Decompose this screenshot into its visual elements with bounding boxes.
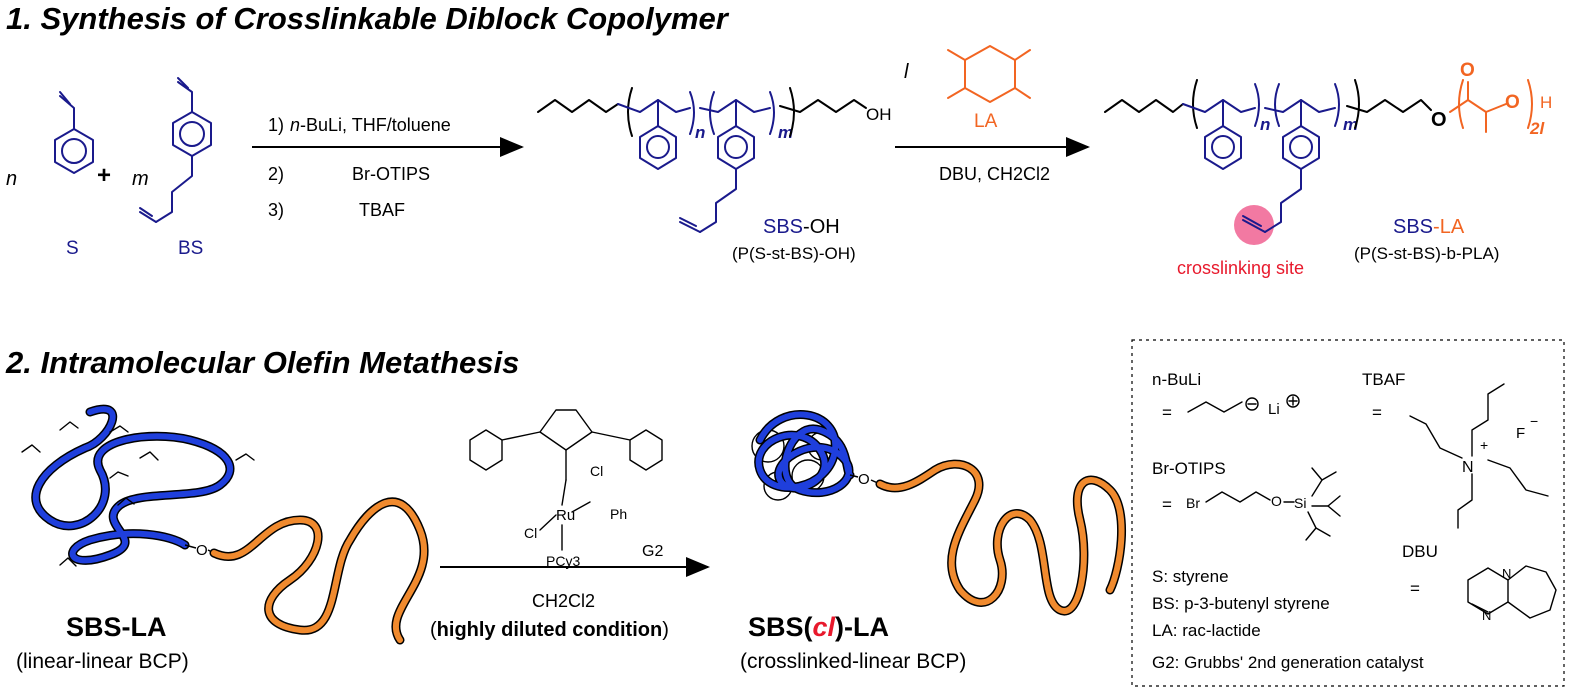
reaction-arrow-1: 1) n-BuLi, THF/toluene 2) Br-OTIPS 3) TB… <box>252 115 524 220</box>
step2-number: 2) <box>268 164 284 184</box>
metathesis-condition: (highly diluted condition) <box>430 619 669 641</box>
legend-dbu-structure <box>1467 565 1557 619</box>
reaction2-conditions: DBU, CH2Cl2 <box>939 164 1050 184</box>
catalyst-g2-label: G2 <box>642 543 663 560</box>
legend-li: Li <box>1268 401 1280 418</box>
legend-tips-groups <box>1305 467 1341 541</box>
sbs-la-h: H <box>1540 93 1552 112</box>
sbs-la-o-carbonyl: O <box>1460 60 1475 81</box>
sbs-oh-sub-m: m <box>778 123 793 142</box>
legend-brotips-label: Br-OTIPS <box>1152 459 1226 478</box>
step2-reagent: Br-OTIPS <box>352 164 430 184</box>
sbs-oh-name: SBS-OH <box>763 216 840 238</box>
legend-dbu-n1: N <box>1502 566 1511 581</box>
catalyst-ph: Ph <box>610 506 627 522</box>
step3-number: 3) <box>268 200 284 220</box>
legend-tbaf-f: F <box>1516 425 1525 442</box>
step1-label: n-BuLi, THF/toluene <box>290 115 451 135</box>
coef-n: n <box>6 168 17 190</box>
coef-l: l <box>904 61 909 83</box>
sbs-oh-structure: n m OH SBS-OH (P(S-st-BS)-OH) <box>537 87 892 263</box>
legend-box <box>1131 339 1565 687</box>
grubbs-catalyst-structure <box>469 409 663 551</box>
legend-nbuli-chain <box>1187 401 1243 413</box>
butenyl-styrene-structure: BS <box>139 77 212 259</box>
sbs-la-sub-2l: 2l <box>1529 119 1545 138</box>
legend-tbaf-n: N <box>1462 459 1474 476</box>
sbs-la-sub-n: n <box>1260 115 1270 134</box>
crosslinking-site-label: crosslinking site <box>1177 258 1304 278</box>
lactide-label: LA <box>974 111 998 132</box>
catalyst-pcy3: PCy3 <box>546 553 580 569</box>
legend-dbu-label: DBU <box>1402 542 1438 561</box>
legend-tbaf-minus: − <box>1530 413 1538 429</box>
legend-o: O <box>1271 493 1282 509</box>
section2-title: 2. Intramolecular Olefin Metathesis <box>5 345 519 380</box>
legend-br: Br <box>1186 495 1200 511</box>
linear-bcp-cartoon: O <box>21 404 429 645</box>
catalyst-cl-top: Cl <box>590 463 603 479</box>
legend-brotips-eq: = <box>1162 495 1172 514</box>
sbs-oh-oh: OH <box>866 105 892 124</box>
legend-tbaf-structure <box>1409 383 1549 529</box>
sbs-la-structure: n m O O O H 2l crosslinking site SBS-LA … <box>1104 60 1552 278</box>
sbs-la-sub-m: m <box>1343 115 1358 134</box>
sbs-oh-sub-n: n <box>695 123 705 142</box>
legend-g2-definition: G2: Grubbs' 2nd generation catalyst <box>1152 653 1424 672</box>
step3-reagent: TBAF <box>359 200 405 220</box>
reaction-arrow-3: CH2Cl2 (highly diluted condition) <box>430 557 710 641</box>
catalyst-cl-left: Cl <box>524 525 537 541</box>
reaction-arrow-2: l LA DBU, CH2Cl2 <box>895 45 1090 184</box>
sbs-oh-full-name: (P(S-st-BS)-OH) <box>732 244 856 263</box>
legend-dbu-n2: N <box>1482 608 1491 623</box>
crosslinked-bcp-name: SBS(cl)-LA <box>748 612 889 642</box>
legend-dbu-eq: = <box>1410 579 1420 598</box>
styrene-structure: n S <box>6 91 94 259</box>
crosslinked-bcp-cartoon: O <box>751 410 1126 616</box>
lactide-structure <box>947 45 1031 103</box>
legend-nbuli-eq: = <box>1162 403 1172 422</box>
legend-tbaf-eq: = <box>1372 403 1382 422</box>
crosslinked-bcp-subtitle: (crosslinked-linear BCP) <box>740 650 966 673</box>
coef-m: m <box>132 168 149 190</box>
legend-bs-definition: BS: p-3-butenyl styrene <box>1152 594 1330 613</box>
legend-nbuli-label: n-BuLi <box>1152 370 1201 389</box>
sbs-la-name: SBS-LA <box>1393 216 1465 238</box>
legend-tbaf-label: TBAF <box>1362 370 1405 389</box>
linear-bcp-name: SBS-LA <box>66 612 167 642</box>
linear-bcp-subtitle: (linear-linear BCP) <box>16 650 189 673</box>
crosslinked-bcp-o: O <box>858 471 870 488</box>
sbs-la-full-name: (P(S-st-BS)-b-PLA) <box>1354 244 1499 263</box>
metathesis-solvent: CH2Cl2 <box>532 591 595 611</box>
legend-tbaf-plus: + <box>1480 437 1488 453</box>
section1-title: 1. Synthesis of Crosslinkable Diblock Co… <box>6 1 730 36</box>
sbs-la-o-chain: O <box>1505 92 1520 113</box>
label-bs: BS <box>178 238 203 259</box>
plus-sign: + <box>97 162 111 189</box>
sbs-la-o-link: O <box>1431 109 1447 131</box>
legend-si: Si <box>1294 495 1306 511</box>
step1-number: 1) <box>268 115 284 135</box>
linear-bcp-o: O <box>196 542 208 559</box>
label-s: S <box>66 238 79 259</box>
legend-la-definition: LA: rac-lactide <box>1152 621 1261 640</box>
catalyst-ru: Ru <box>556 507 575 524</box>
legend-s-definition: S: styrene <box>1152 567 1229 586</box>
